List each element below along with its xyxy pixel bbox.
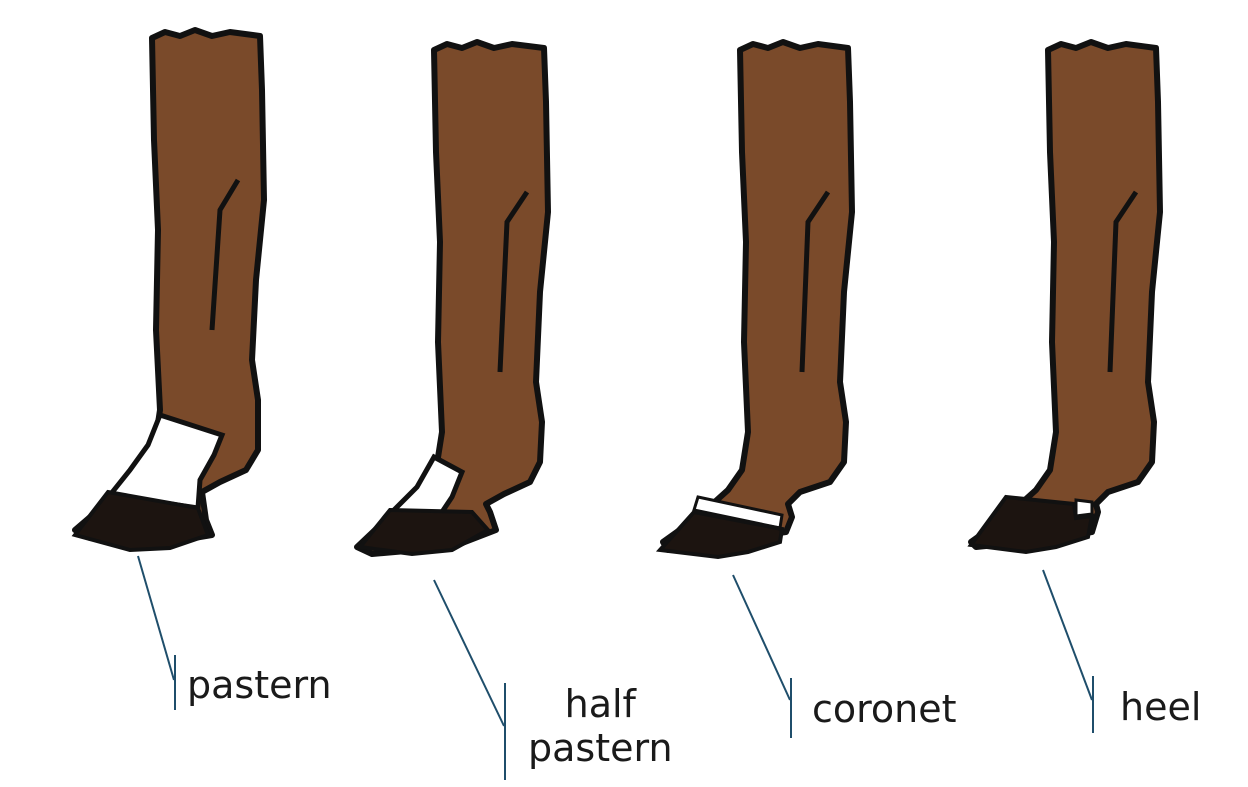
leg-coat <box>971 42 1160 547</box>
leader-line-coronet <box>733 575 790 700</box>
hoof <box>360 510 488 554</box>
leg-half-pastern <box>357 42 548 554</box>
label-coronet: coronet <box>812 688 957 732</box>
label-pastern: pastern <box>187 664 332 708</box>
label-half-pastern: half pastern <box>528 683 673 770</box>
white-heel-marking <box>1076 500 1092 516</box>
leg-heel <box>971 42 1160 552</box>
leader-line-half-pastern <box>434 580 504 726</box>
label-half-pastern-line2: pastern <box>528 727 673 771</box>
label-heel: heel <box>1120 686 1201 730</box>
label-half-pastern-line1: half <box>528 683 673 727</box>
leg-coronet <box>660 42 852 557</box>
leader-line-pastern <box>138 556 174 680</box>
hoof <box>971 497 1092 552</box>
leg-pastern <box>75 30 264 550</box>
leader-line-heel <box>1043 570 1092 700</box>
leg-coat <box>663 42 852 550</box>
